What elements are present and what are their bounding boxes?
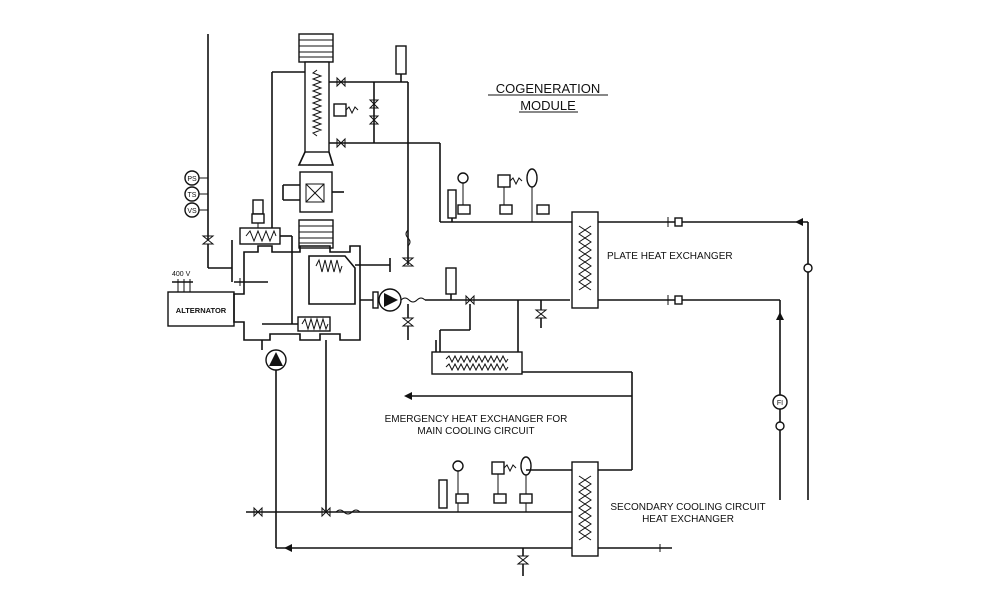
alternator — [167, 291, 235, 327]
voltage-label: 400 V — [172, 271, 191, 278]
accumulator-1 — [526, 168, 538, 188]
valve-bypass-1 — [368, 99, 380, 109]
secondary-hx-label-1: SECONDARY COOLING CIRCUIT — [610, 502, 765, 513]
gas-valve — [201, 235, 215, 245]
actuator-exhaust — [333, 103, 347, 117]
emergency-hx-label-2: MAIN COOLING CIRCUIT — [417, 426, 534, 437]
exhaust-silencer-bottom — [298, 219, 334, 249]
main-circuit — [360, 229, 570, 352]
alternator-group: 400 V ALTERNATOR — [167, 271, 268, 327]
svg-text:FI: FI — [777, 400, 783, 407]
secondary-hx-label-2: HEAT EXCHANGER — [642, 514, 734, 525]
plate-heat-exchanger — [571, 211, 599, 309]
engine-block — [233, 199, 391, 341]
switch-1 — [457, 204, 471, 215]
secondary-heat-exchanger — [571, 461, 599, 557]
plate-hx-branch: PLATE HEAT EXCHANGER FI — [439, 143, 813, 500]
valve-secondary-mid — [321, 506, 331, 518]
flex-hose-3 — [335, 509, 361, 515]
alternator-label: ALTERNATOR — [176, 306, 227, 315]
intercooler-housing — [308, 255, 356, 305]
pressure-gauge-1 — [457, 172, 469, 184]
switch-2 — [499, 204, 513, 215]
flex-hose-2 — [405, 229, 411, 247]
switch-5 — [493, 493, 507, 504]
svg-text:PS: PS — [187, 176, 197, 183]
emergency-hx: EMERGENCY HEAT EXCHANGER FOR MAIN COOLIN… — [385, 340, 633, 471]
valve-bypass-2 — [368, 115, 380, 125]
exhaust-hx-piping — [271, 45, 440, 265]
emergency-hx-label-1: EMERGENCY HEAT EXCHANGER FOR — [385, 414, 568, 425]
switch-3 — [536, 204, 550, 215]
valve-exhaust-lower — [336, 137, 346, 149]
three-way-valve — [465, 294, 475, 306]
expansion-vessel-top — [395, 45, 407, 75]
svg-text:VS: VS — [187, 208, 197, 215]
solenoid-1 — [497, 174, 511, 188]
plate-hx-label: PLATE HEAT EXCHANGER — [607, 251, 733, 262]
gauge-glass-2 — [438, 479, 448, 509]
fi-instrument — [772, 394, 788, 410]
engine — [233, 245, 361, 341]
secondary-circuit: SECONDARY COOLING CIRCUIT HEAT EXCHANGER — [231, 268, 766, 576]
switch-oil — [251, 213, 265, 224]
flex-hose-1 — [400, 297, 426, 303]
title: COGENERATION MODULE — [488, 81, 608, 113]
solenoid-2 — [491, 461, 505, 475]
gauge-glass-1 — [447, 189, 457, 219]
engine-instruments: PS TS VS — [184, 170, 233, 269]
valve-exhaust-upper — [336, 76, 346, 88]
valve-drain — [401, 317, 415, 327]
valve-vent — [401, 257, 415, 267]
valve-secondary-inlet — [253, 506, 263, 518]
accumulator-2 — [520, 456, 532, 476]
title-line1: COGENERATION — [496, 81, 601, 96]
sensor-return — [775, 421, 785, 431]
valve-drain-secondary — [516, 555, 530, 565]
gauge-oil — [252, 199, 264, 215]
expansion-vessel-main — [445, 267, 457, 295]
pressure-gauge-2 — [452, 460, 464, 472]
exhaust-stack — [207, 33, 344, 249]
exhaust-silencer-top — [298, 33, 334, 63]
valve-return — [534, 309, 548, 319]
emergency-heat-exchanger — [431, 351, 523, 375]
switch-4 — [455, 493, 469, 504]
title-line2: MODULE — [520, 98, 576, 113]
sensor-supply — [803, 263, 813, 273]
switch-6 — [519, 493, 533, 504]
svg-text:TS: TS — [188, 192, 197, 199]
